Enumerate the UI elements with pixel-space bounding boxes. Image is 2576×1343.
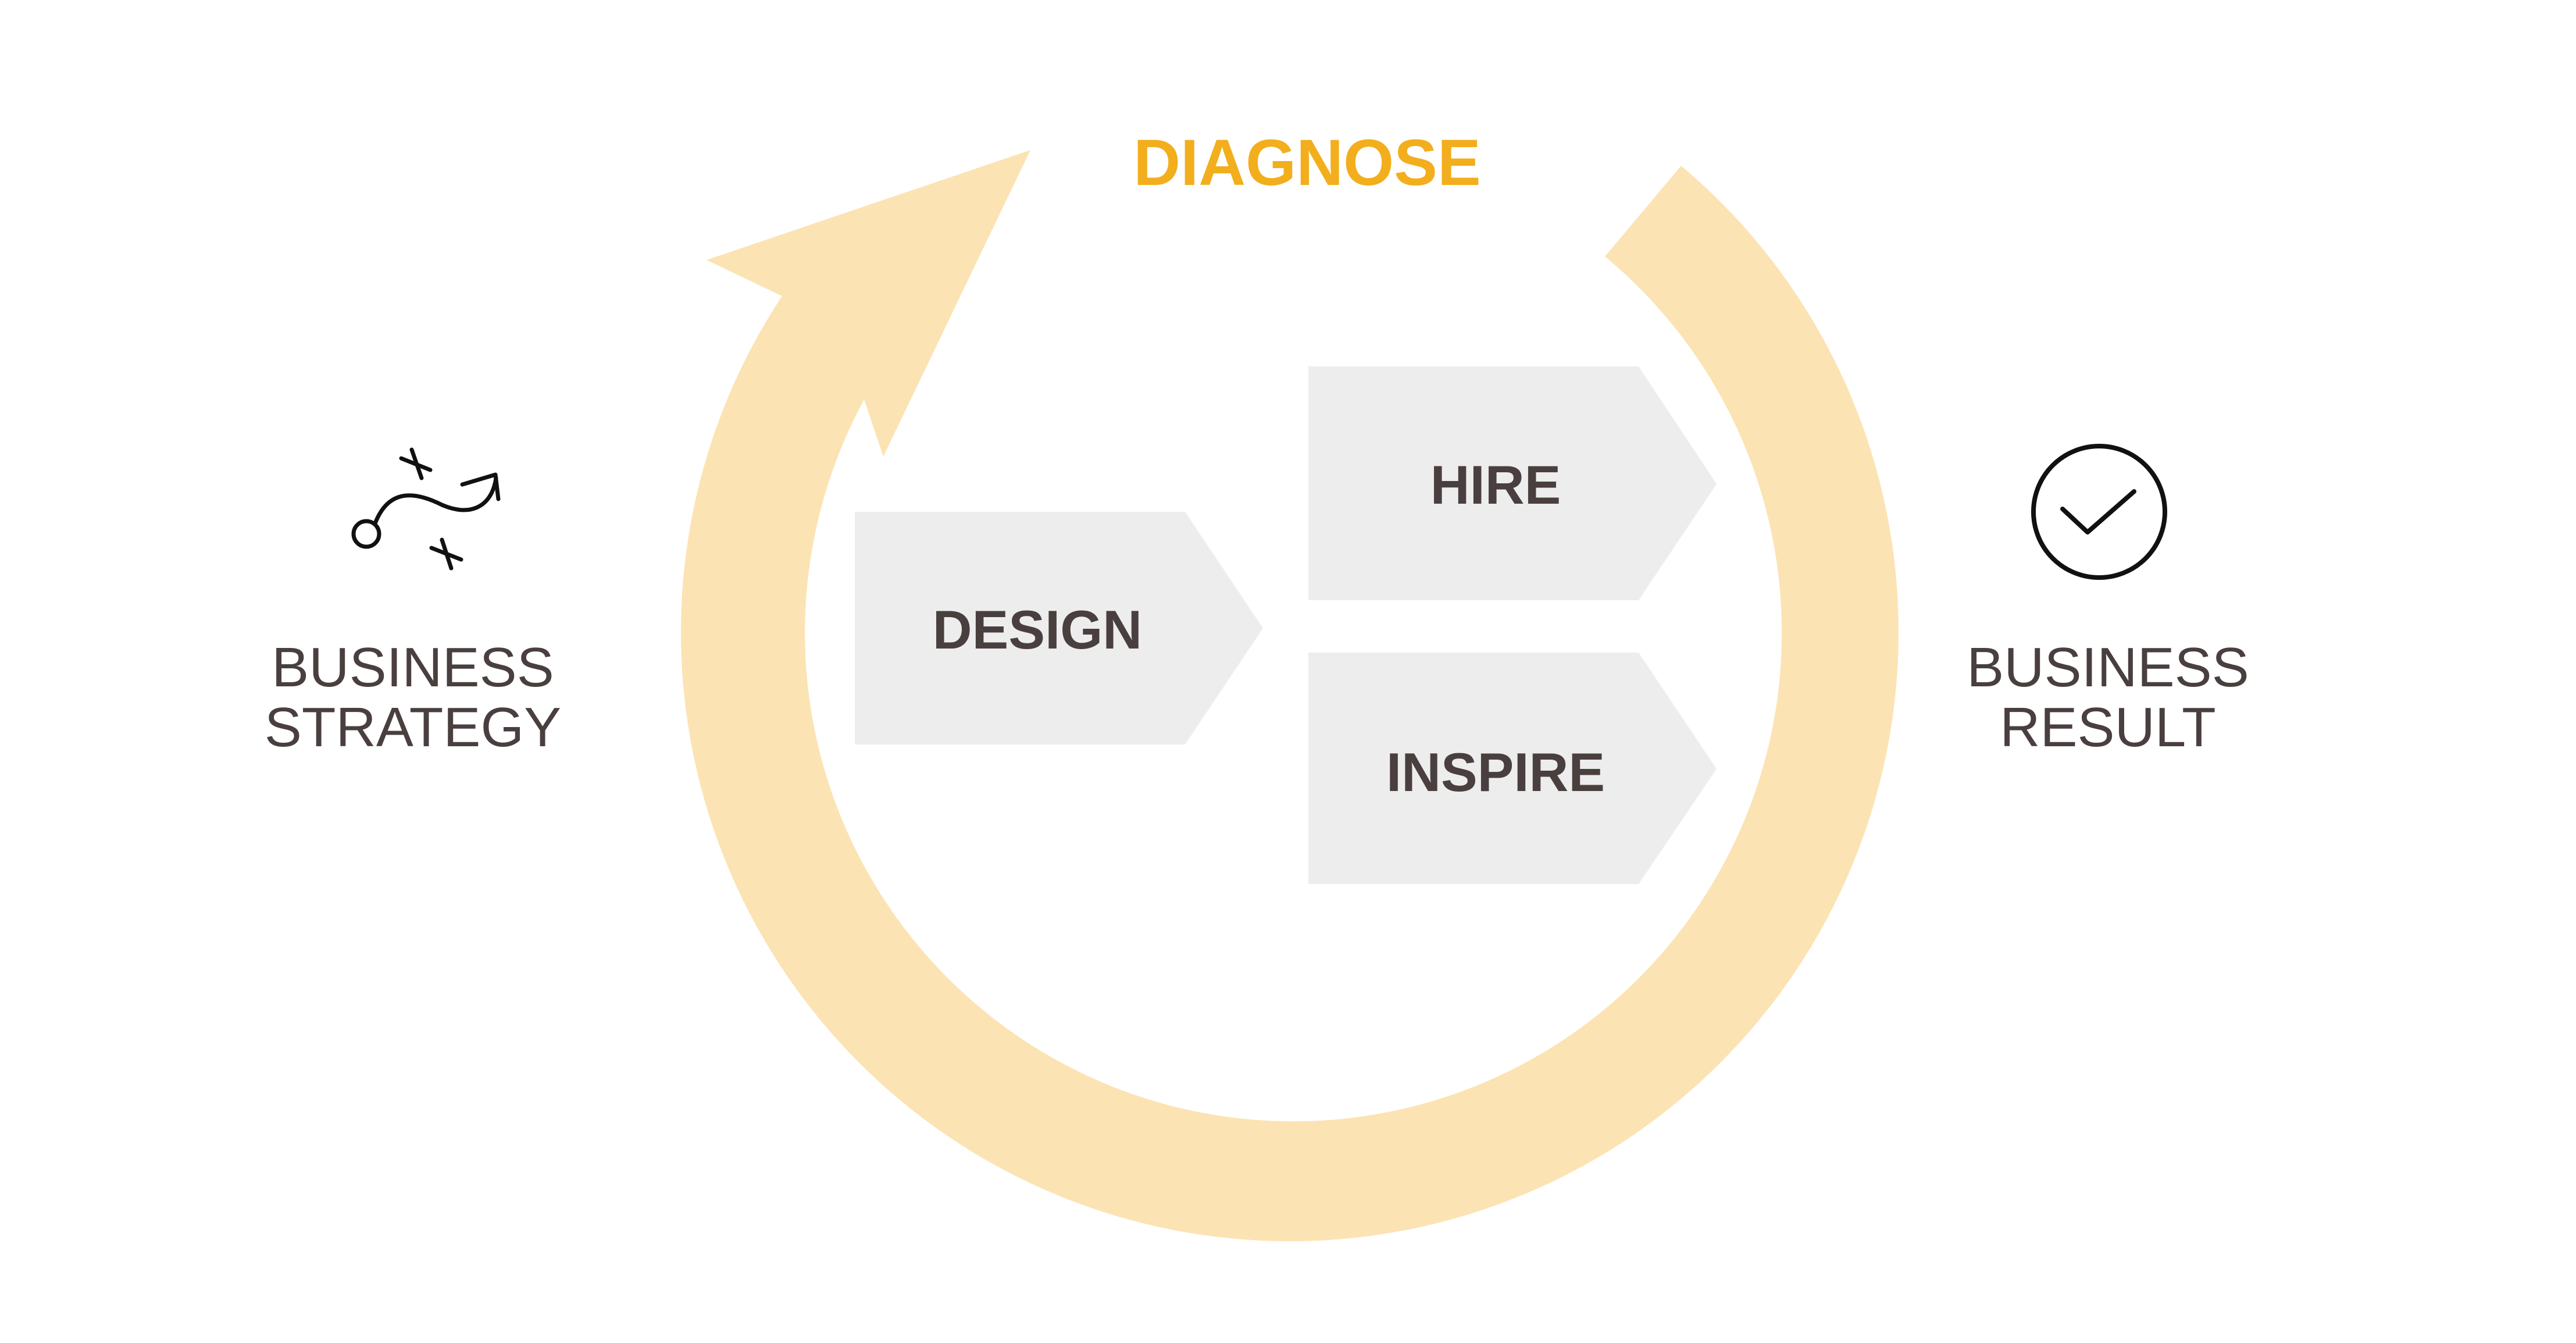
design-step: DESIGN	[855, 512, 1263, 744]
strategy-path-icon	[351, 447, 501, 571]
business-result-line1: BUSINESS	[1967, 636, 2249, 699]
cycle-ring-band	[680, 150, 1899, 1242]
cycle-ring	[680, 150, 1899, 1242]
business-result-line2: RESULT	[2000, 696, 2216, 758]
inspire-step-label: INSPIRE	[1386, 742, 1605, 803]
inspire-step-shape	[1308, 653, 1717, 884]
hire-step-shape	[1308, 366, 1717, 600]
diagnose-title: DIAGNOSE	[1133, 126, 1480, 199]
design-step-shape	[855, 512, 1263, 744]
design-step-label: DESIGN	[933, 599, 1142, 660]
inspire-step: INSPIRE	[1308, 653, 1717, 884]
hire-step: HIRE	[1308, 366, 1717, 600]
business-strategy-line1: BUSINESS	[272, 636, 554, 699]
business-strategy-line2: STRATEGY	[265, 696, 561, 758]
check-circle-icon	[2031, 444, 2167, 580]
hire-step-label: HIRE	[1430, 454, 1561, 515]
